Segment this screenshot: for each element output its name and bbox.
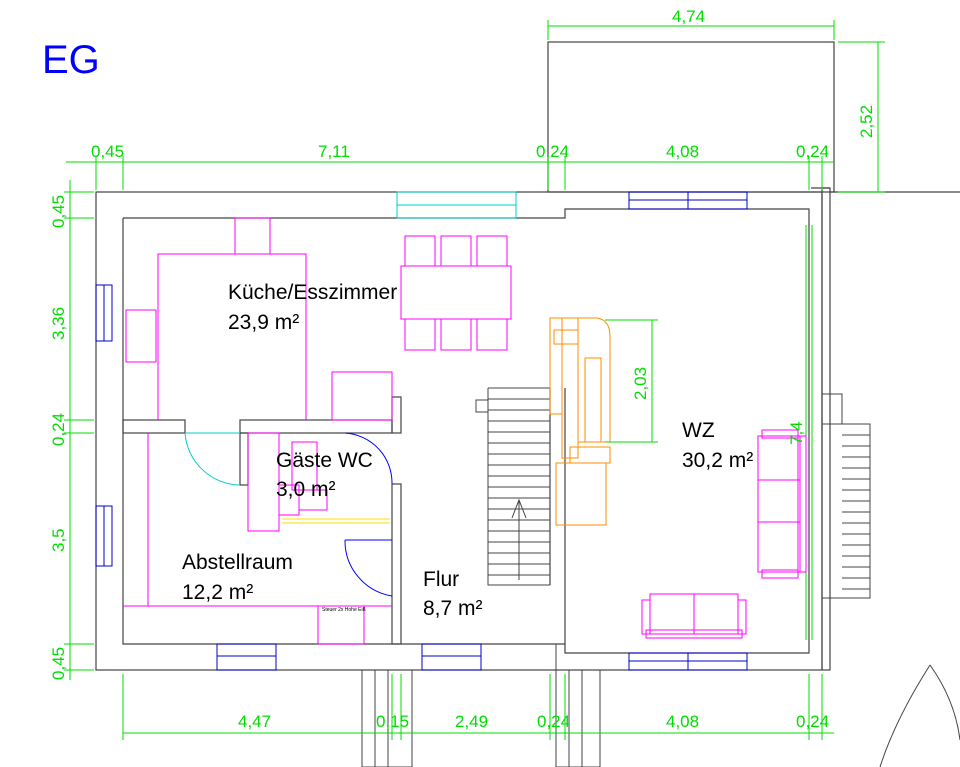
dim-bottom-1: 0,15 xyxy=(376,712,409,731)
exterior-steps-right xyxy=(821,393,871,599)
dim-left-0: 0,45 xyxy=(49,195,68,228)
abstell-shelves xyxy=(123,433,392,645)
exterior-arcs xyxy=(879,664,960,767)
room-area-wz: 30,2 m² xyxy=(682,449,753,472)
room-area-wc: 3,0 m² xyxy=(276,478,336,501)
wc-yellow xyxy=(282,518,390,524)
dim-bottom-0: 4,47 xyxy=(238,712,271,731)
staircase xyxy=(475,387,550,586)
room-name-wc: Gäste WC xyxy=(276,449,373,472)
doors-blue xyxy=(344,432,393,597)
room-area-flur: 8,7 m² xyxy=(423,597,483,620)
kitchen-counter xyxy=(125,217,393,421)
sofa-bottom xyxy=(641,593,747,639)
wc-fixtures xyxy=(247,432,328,532)
dim-top-2: 0,24 xyxy=(536,142,569,161)
dimension-lines xyxy=(64,20,885,740)
room-area-abstell: 12,2 m² xyxy=(182,581,253,604)
dim-left-2: 0,24 xyxy=(49,413,68,446)
dim-right-wall: 7,4 xyxy=(787,421,806,445)
dim-left-4: 0,45 xyxy=(49,647,68,680)
dim-top-1: 7,11 xyxy=(318,142,350,161)
windows xyxy=(95,191,748,671)
dim-left-3: 3,5 xyxy=(49,528,68,552)
note-label: Steuer 2x Hohe Eiß xyxy=(322,607,366,613)
dim-bottom-4: 4,08 xyxy=(666,712,699,731)
dimension-labels: 4,74 2,52 0,45 7,11 0,24 4,08 0,24 0,45 … xyxy=(49,7,876,731)
room-labels: Küche/Esszimmer 23,9 m² Gäste WC 3,0 m² … xyxy=(182,281,753,620)
top-window-cyan xyxy=(396,191,517,219)
floor-label: EG xyxy=(42,38,100,82)
dim-left-1: 3,36 xyxy=(49,307,68,340)
dining-table xyxy=(400,235,512,351)
dim-bottom-5: 0,24 xyxy=(796,712,829,731)
room-name-kueche: Küche/Esszimmer xyxy=(228,281,397,304)
room-name-abstell: Abstellraum xyxy=(182,551,293,574)
room-name-flur: Flur xyxy=(423,568,459,591)
dim-terrace-width: 4,74 xyxy=(672,7,705,26)
entrance-steps xyxy=(361,644,601,767)
doors xyxy=(184,432,241,486)
room-name-wz: WZ xyxy=(682,419,715,442)
stove xyxy=(549,317,611,526)
dim-stove: 2,03 xyxy=(631,367,650,400)
terrace xyxy=(547,41,835,193)
dim-top-4: 0,24 xyxy=(796,142,829,161)
sofa-right xyxy=(757,429,807,579)
dim-top-0: 0,45 xyxy=(91,142,124,161)
room-area-kueche: 23,9 m² xyxy=(228,311,299,334)
dim-bottom-2: 2,49 xyxy=(455,712,488,731)
dim-bottom-3: 0,24 xyxy=(537,712,570,731)
dim-terrace-depth: 2,52 xyxy=(857,105,876,138)
dim-top-3: 4,08 xyxy=(666,142,699,161)
